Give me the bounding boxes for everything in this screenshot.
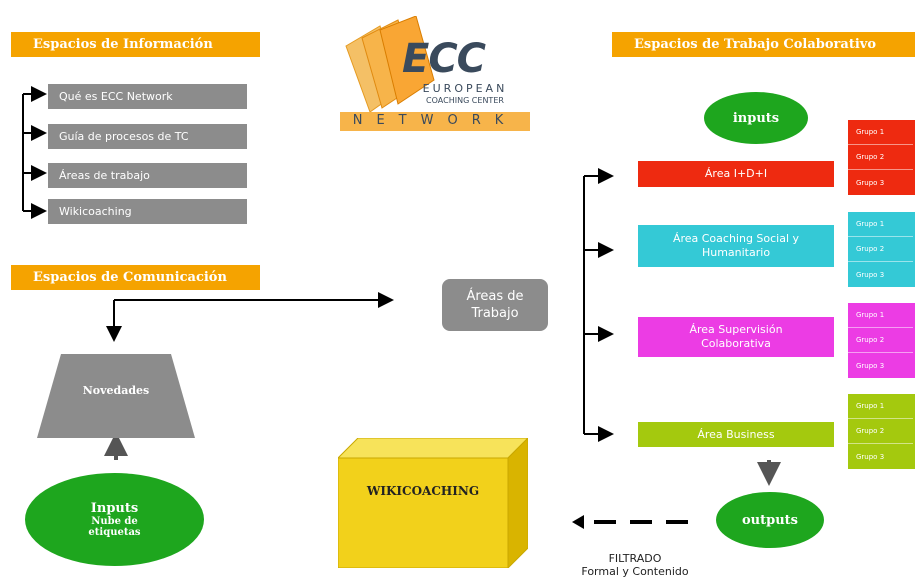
- collab-spaces-header: Espacios de Trabajo Colaborativo: [612, 32, 915, 57]
- area-supervision-line2: Colaborativa: [701, 337, 771, 350]
- groups-idi: Grupo 1 Grupo 2 Grupo 3: [848, 120, 915, 195]
- info-item-guia-procesos[interactable]: Guía de procesos de TC: [48, 124, 247, 149]
- groups-coaching-social: Grupo 1 Grupo 2 Grupo 3: [848, 212, 915, 287]
- area-business[interactable]: Área Business: [638, 422, 834, 447]
- group-item[interactable]: Grupo 2: [848, 328, 913, 353]
- group-item[interactable]: Grupo 1: [848, 303, 913, 328]
- group-item[interactable]: Grupo 3: [848, 170, 913, 195]
- wikicoaching-label[interactable]: WIKICOACHING: [366, 484, 480, 498]
- info-spaces-header: Espacios de Información: [11, 32, 260, 57]
- area-business-label: Área Business: [697, 427, 775, 441]
- group-item[interactable]: Grupo 2: [848, 145, 913, 170]
- inputs-tag-cloud-oval[interactable]: Inputs Nube de etiquetas: [25, 473, 204, 566]
- group-item[interactable]: Grupo 2: [848, 419, 913, 444]
- areas-trabajo-line2: Trabajo: [471, 306, 519, 321]
- area-idi-label: Área I+D+I: [704, 167, 768, 180]
- group-item[interactable]: Grupo 3: [848, 444, 913, 469]
- filtrado-label: FILTRADO Formal y Contenido: [560, 552, 710, 578]
- inputs-left-line3: etiquetas: [88, 527, 141, 538]
- group-item[interactable]: Grupo 1: [848, 120, 913, 145]
- comm-connector: [106, 292, 394, 342]
- groups-supervision: Grupo 1 Grupo 2 Grupo 3: [848, 303, 915, 378]
- groups-business: Grupo 1 Grupo 2 Grupo 3: [848, 394, 915, 469]
- area-coaching-social-line2: Humanitario: [701, 246, 771, 259]
- area-coaching-social[interactable]: Área Coaching Social y Humanitario: [638, 225, 834, 267]
- area-supervision-line1: Área Supervisión: [689, 323, 783, 336]
- logo-line3: NETWORK: [352, 113, 518, 128]
- areas-trabajo-box[interactable]: Áreas de Trabajo: [442, 279, 548, 331]
- wikicoaching-box-graphic: [338, 438, 528, 568]
- inputs-left-line2: Nube de: [91, 516, 138, 527]
- info-item-que-es-ecc[interactable]: Qué es ECC Network: [48, 84, 247, 109]
- ecc-logo: ECC EUROPEAN COACHING CENTER NETWORK: [340, 16, 530, 131]
- filtrado-arrow: [572, 515, 688, 529]
- inputs-left-title: Inputs: [90, 501, 139, 516]
- logo-mark: ECC: [402, 36, 486, 82]
- group-item[interactable]: Grupo 1: [848, 394, 913, 419]
- info-item-areas-trabajo[interactable]: Áreas de trabajo: [48, 163, 247, 188]
- group-item[interactable]: Grupo 3: [848, 353, 913, 378]
- filtrado-line2: Formal y Contenido: [581, 565, 689, 578]
- logo-line1: EUROPEAN: [422, 82, 508, 95]
- areas-tree-connector: [583, 168, 614, 442]
- comm-spaces-header: Espacios de Comunicación: [11, 265, 260, 290]
- inputs-top-label: inputs: [732, 110, 780, 126]
- logo-line2: COACHING CENTER: [426, 96, 504, 105]
- novedades-trapezoid: [37, 354, 195, 438]
- outputs-label: outputs: [742, 512, 798, 528]
- info-tree-connector: [22, 86, 47, 219]
- inputs-oval[interactable]: inputs: [704, 92, 808, 144]
- area-idi[interactable]: Área I+D+I: [638, 161, 834, 187]
- area-coaching-social-line1: Área Coaching Social y: [672, 232, 800, 245]
- group-item[interactable]: Grupo 2: [848, 237, 913, 262]
- novedades-label: Novedades: [82, 384, 150, 397]
- areas-trabajo-line1: Áreas de: [466, 289, 524, 304]
- group-item[interactable]: Grupo 1: [848, 212, 913, 237]
- info-item-wikicoaching[interactable]: Wikicoaching: [48, 199, 247, 224]
- area-supervision[interactable]: Área Supervisión Colaborativa: [638, 317, 834, 357]
- logo-cards-graphic: [340, 16, 530, 131]
- filtrado-line1: FILTRADO: [608, 552, 662, 565]
- outputs-oval[interactable]: outputs: [716, 492, 824, 548]
- group-item[interactable]: Grupo 3: [848, 262, 913, 287]
